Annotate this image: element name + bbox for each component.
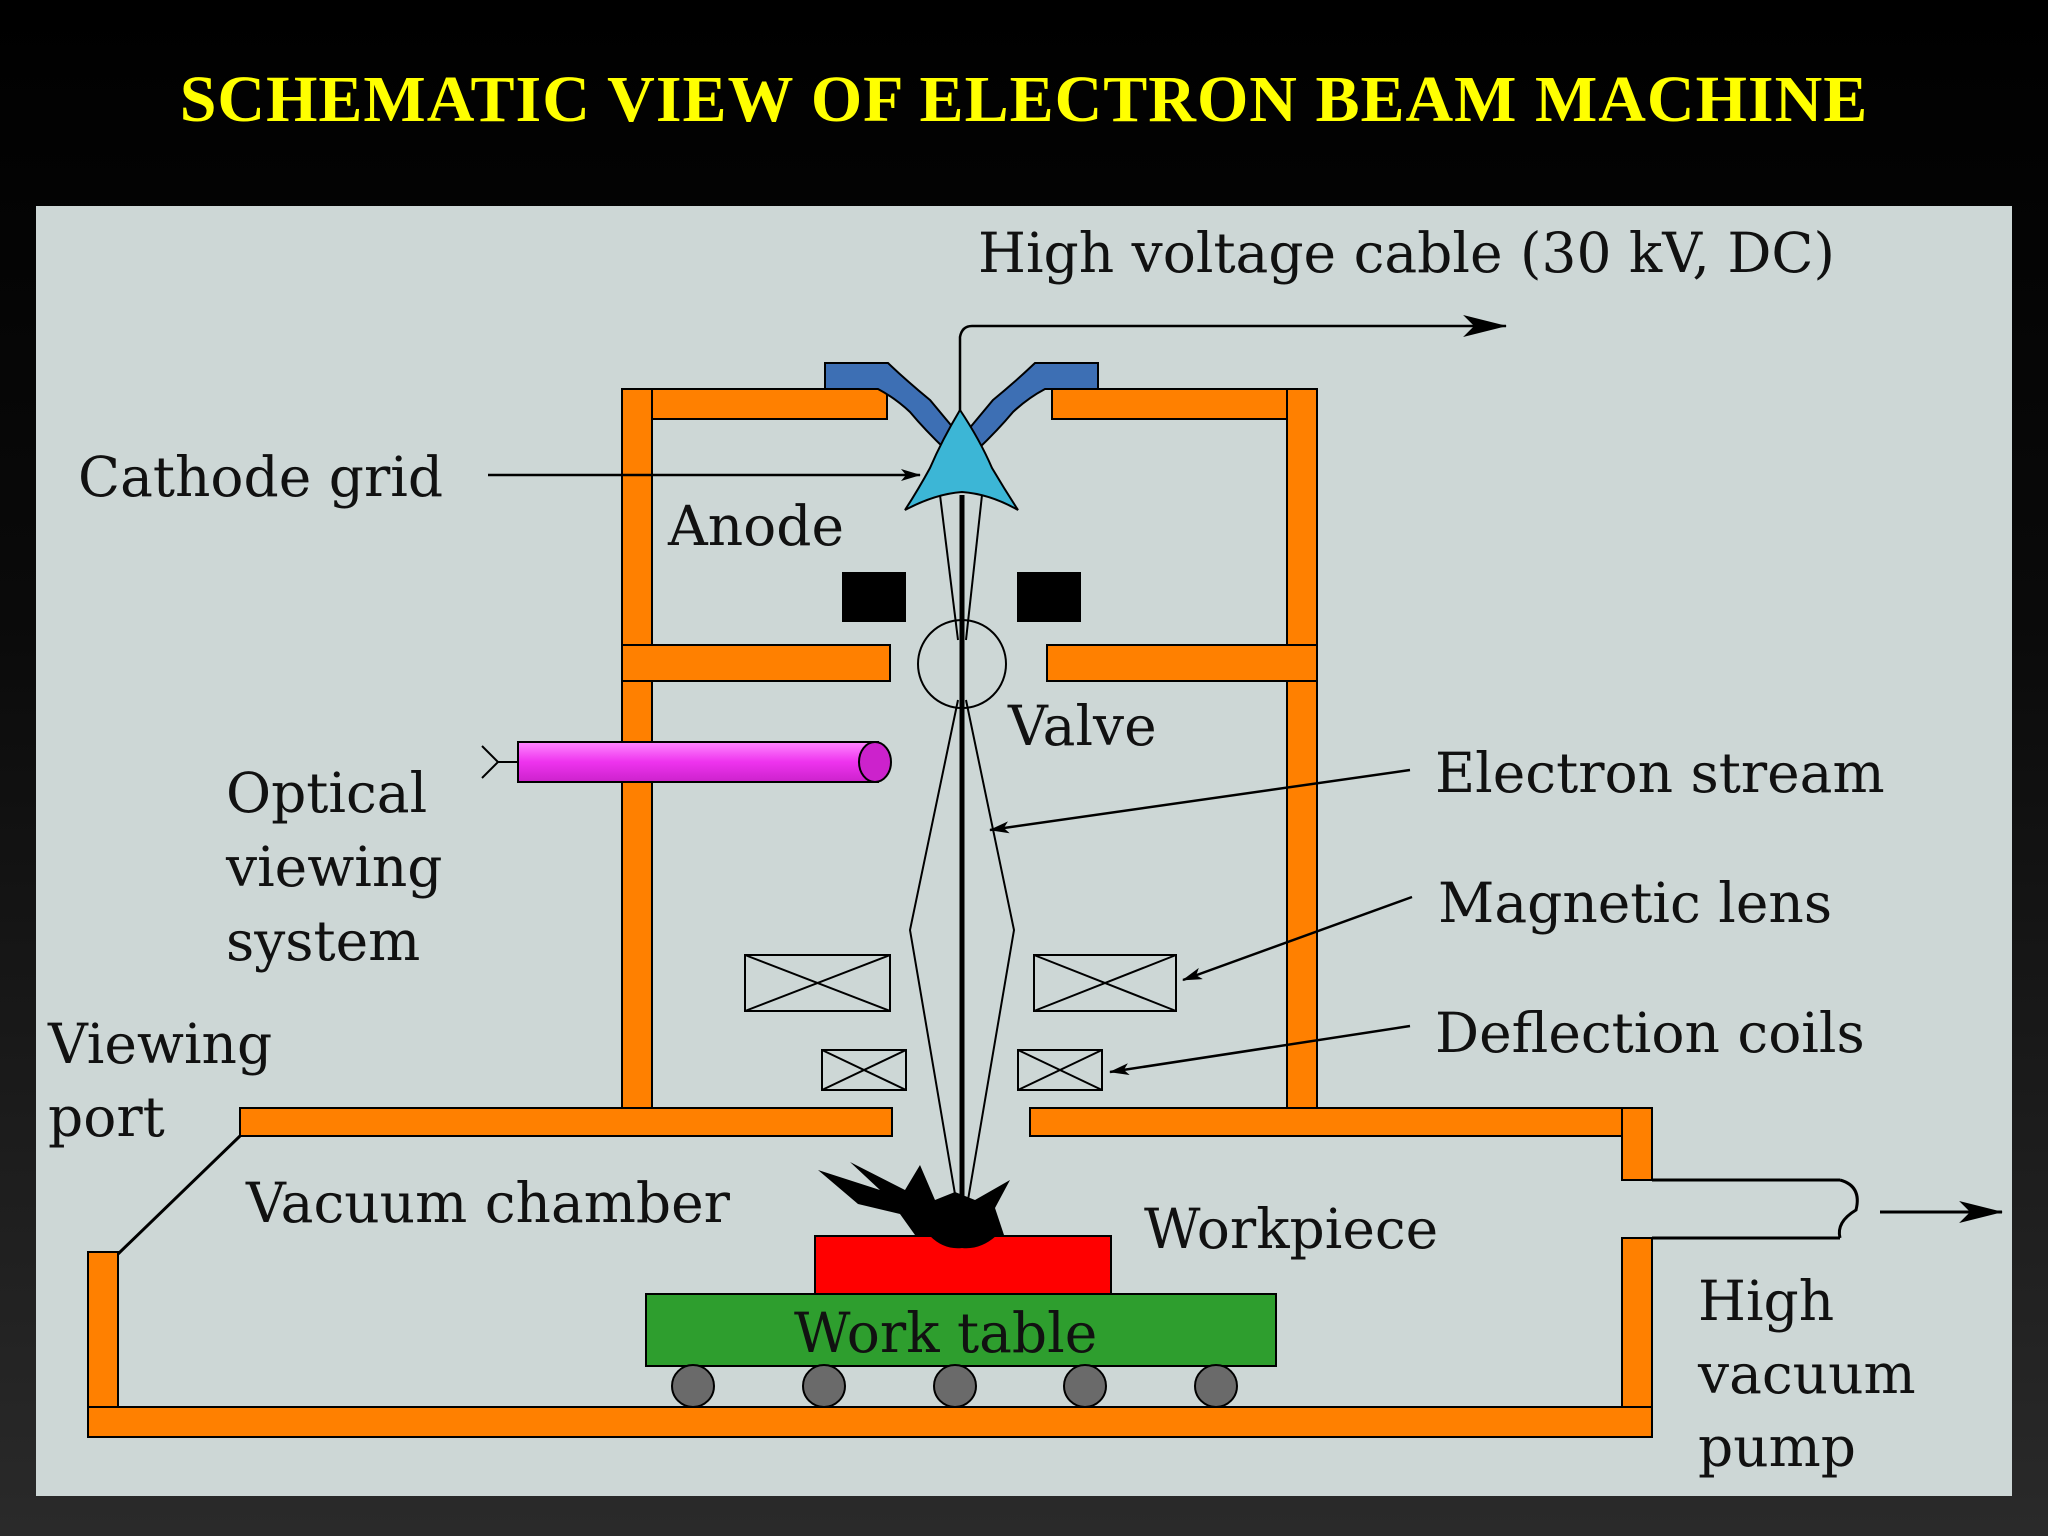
label-vacuum-chamber: Vacuum chamber [245,1171,731,1235]
label-deflection-coils: Deflection coils [1435,1001,1865,1065]
label-viewing-port: port [48,1085,165,1149]
anode-block-left [842,572,906,622]
label-electron-stream: Electron stream [1435,741,1885,805]
deflection-coil-left [821,1049,907,1091]
beam-impact-spray [818,1162,1010,1246]
beam-impact-spray [930,1228,996,1249]
label-optical-viewing-system: Optical [226,761,427,825]
slide-title: SCHEMATIC VIEW OF ELECTRON BEAM MACHINE [179,63,1869,136]
label-cathode-grid: Cathode grid [78,445,443,509]
label-valve: Valve [1007,694,1157,758]
label-optical-viewing-system: viewing [225,835,443,899]
label-high-voltage-cable: High voltage cable (30 kV, DC) [978,221,1835,285]
label-high-vacuum-pump: High [1698,1269,1834,1333]
label-work-table: Work table [794,1301,1097,1365]
deflection-coil-right [1017,1049,1103,1091]
optical-tube [517,741,879,783]
viewing-port-window [116,1134,242,1256]
high-voltage-cable [958,315,1508,412]
label-viewing-port: Viewing [47,1012,272,1076]
deflection-coils-arrow [1109,1024,1411,1076]
label-high-vacuum-pump: vacuum [1697,1342,1916,1406]
eyepiece-icon [481,745,500,779]
label-high-vacuum-pump: pump [1698,1415,1856,1479]
electron-beam-schematic: High voltage cable (30 kV, DC) Cathode g… [47,221,2004,1479]
magnetic-lens-right [1033,954,1177,1012]
optical-tube-end [858,741,892,783]
vacuum-chamber-walls [87,1107,1653,1438]
beam-envelope [908,494,1016,1201]
anode-block-right [1017,572,1081,622]
magnetic-lens-left [744,954,891,1012]
diagram-panel: High voltage cable (30 kV, DC) Cathode g… [36,206,2012,1496]
label-optical-viewing-system: system [226,909,420,973]
label-anode: Anode [667,494,844,558]
magnetic-lens-arrow [1182,895,1413,982]
cathode [904,408,1019,511]
label-workpiece: Workpiece [1144,1197,1438,1261]
electron-stream-arrow [989,768,1411,834]
label-magnetic-lens: Magnetic lens [1438,871,1832,935]
pump-pipe [1652,1178,1859,1240]
work-table [645,1293,1277,1367]
table-wheels [671,1364,1238,1408]
valve [917,619,1007,709]
